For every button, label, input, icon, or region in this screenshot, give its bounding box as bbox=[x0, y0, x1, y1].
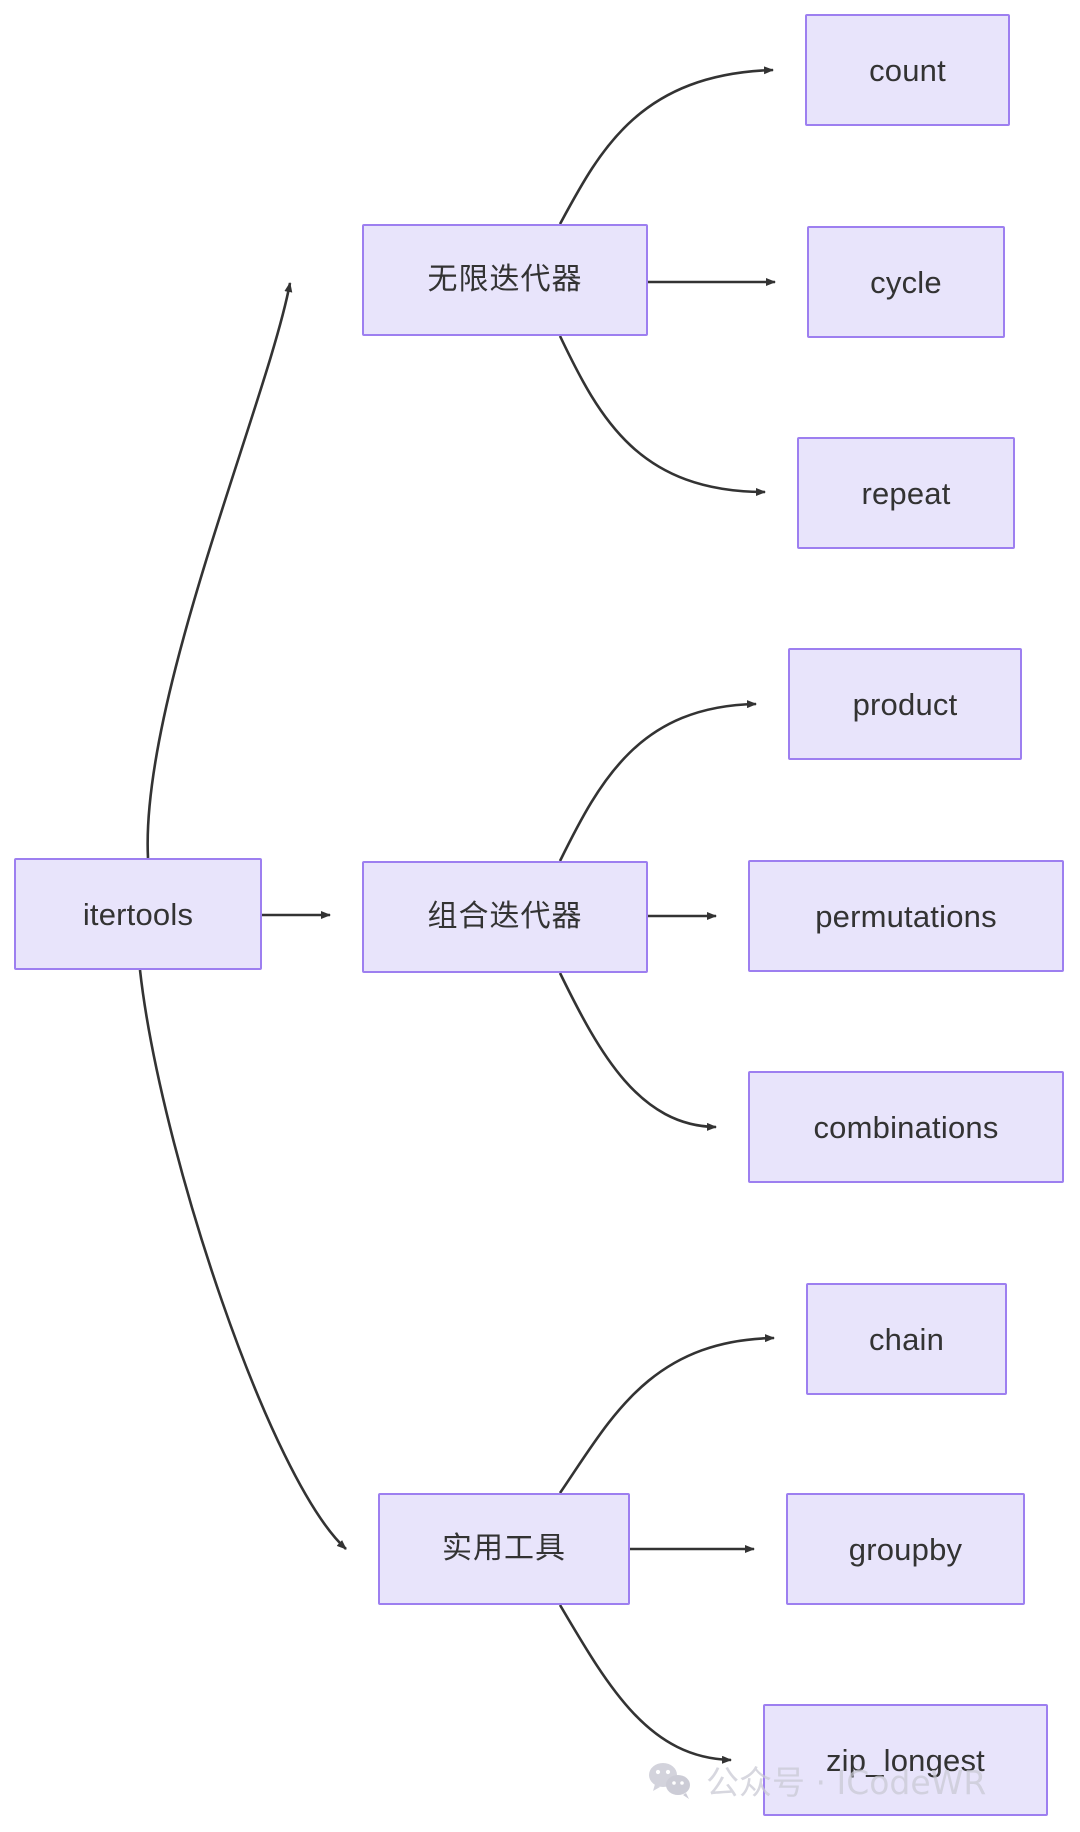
node-label-combinatoric: 组合迭代器 bbox=[427, 899, 583, 934]
node-product[interactable]: product bbox=[788, 648, 1022, 760]
node-permutations[interactable]: permutations bbox=[748, 860, 1064, 972]
node-combinatoric[interactable]: 组合迭代器 bbox=[362, 861, 648, 973]
node-cycle[interactable]: cycle bbox=[807, 226, 1005, 338]
edge-itertools-to-utility bbox=[138, 969, 347, 1550]
node-label-groupby: groupby bbox=[848, 1531, 963, 1567]
wechat-icon bbox=[648, 1760, 694, 1805]
node-repeat[interactable]: repeat bbox=[797, 437, 1015, 549]
edge-combinatoric-to-product bbox=[558, 700, 757, 862]
node-label-product: product bbox=[852, 686, 958, 722]
edge-infinite-to-repeat bbox=[558, 335, 766, 496]
node-utility[interactable]: 实用工具 bbox=[378, 1493, 630, 1605]
node-label-infinite: 无限迭代器 bbox=[427, 262, 583, 297]
edge-infinite-to-count bbox=[558, 66, 774, 225]
node-label-utility: 实用工具 bbox=[442, 1531, 566, 1566]
edge-itertools-to-infinite bbox=[146, 282, 293, 859]
node-itertools[interactable]: itertools bbox=[14, 858, 262, 970]
node-infinite[interactable]: 无限迭代器 bbox=[362, 224, 648, 336]
node-label-itertools: itertools bbox=[82, 896, 194, 932]
edge-combinatoric-to-combinations bbox=[558, 972, 717, 1131]
node-label-permutations: permutations bbox=[815, 898, 997, 934]
node-label-repeat: repeat bbox=[861, 475, 951, 511]
node-chain[interactable]: chain bbox=[806, 1283, 1007, 1395]
node-label-cycle: cycle bbox=[870, 264, 942, 300]
node-label-count: count bbox=[869, 52, 946, 88]
edge-utility-to-chain bbox=[558, 1334, 775, 1494]
node-label-chain: chain bbox=[868, 1321, 945, 1357]
watermark-text: 公众号 · ICodeWR bbox=[706, 1763, 987, 1802]
node-count[interactable]: count bbox=[805, 14, 1010, 126]
watermark: 公众号 · ICodeWR bbox=[648, 1760, 986, 1805]
edge-utility-to-zip_longest bbox=[558, 1604, 732, 1764]
node-label-combinations: combinations bbox=[813, 1109, 999, 1145]
node-combinations[interactable]: combinations bbox=[748, 1071, 1064, 1183]
node-groupby[interactable]: groupby bbox=[786, 1493, 1025, 1605]
